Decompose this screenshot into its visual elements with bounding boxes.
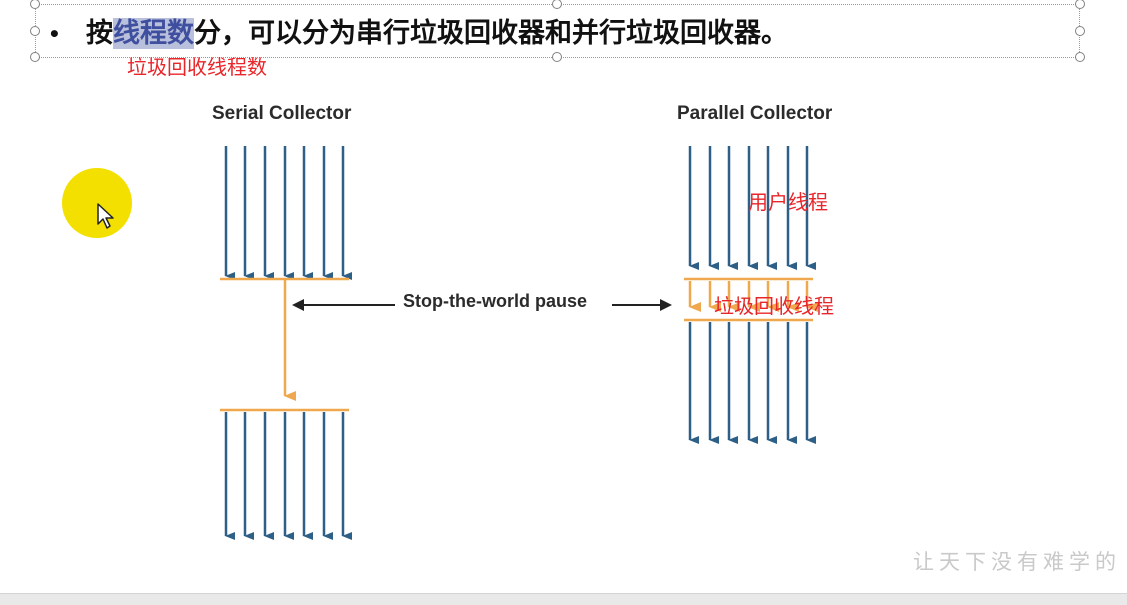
parallel-gc-threads: [688, 281, 818, 312]
resize-handle-bottom-right[interactable]: [1075, 52, 1085, 62]
cursor-highlight: [62, 168, 132, 238]
resize-handle-bottom-left[interactable]: [30, 52, 40, 62]
bullet-text-suffix: 分，可以分为串行垃圾回收器和并行垃圾回收器。: [194, 18, 788, 49]
bullet-marker: •: [48, 22, 61, 46]
stw-left-arrowhead: [292, 299, 304, 311]
parallel-user-threads-top: [688, 146, 816, 270]
selected-text: 线程数: [113, 18, 194, 49]
parallel-collector-title: Parallel Collector: [677, 103, 833, 124]
resize-handle-top-middle[interactable]: [552, 0, 562, 9]
resize-handle-top-right[interactable]: [1075, 0, 1085, 9]
note-gc-threads: 垃圾回收线程: [714, 294, 834, 318]
bottom-scroll-bar[interactable]: [0, 593, 1127, 605]
bullet-text-prefix: 按: [86, 18, 113, 49]
resize-handle-middle-right[interactable]: [1075, 26, 1085, 36]
mouse-pointer-icon: [97, 203, 114, 229]
note-user-threads: 用户线程: [748, 190, 828, 214]
parallel-user-threads-bottom: [688, 322, 816, 444]
serial-user-threads-top: [224, 146, 352, 280]
note-gc-thread-count: 垃圾回收线程数: [127, 55, 267, 79]
serial-user-threads-bottom: [224, 412, 352, 540]
stop-the-world-label: Stop-the-world pause: [403, 291, 587, 311]
watermark: 让天下没有难学的: [913, 550, 1121, 574]
serial-collector-title: Serial Collector: [212, 103, 352, 124]
resize-handle-bottom-middle[interactable]: [552, 52, 562, 62]
stw-right-arrowhead: [660, 299, 672, 311]
resize-handle-middle-left[interactable]: [30, 26, 40, 36]
resize-handle-top-left[interactable]: [30, 0, 40, 9]
bullet-text[interactable]: • 按线程数分，可以分为串行垃圾回收器和并行垃圾回收器。: [48, 14, 788, 54]
